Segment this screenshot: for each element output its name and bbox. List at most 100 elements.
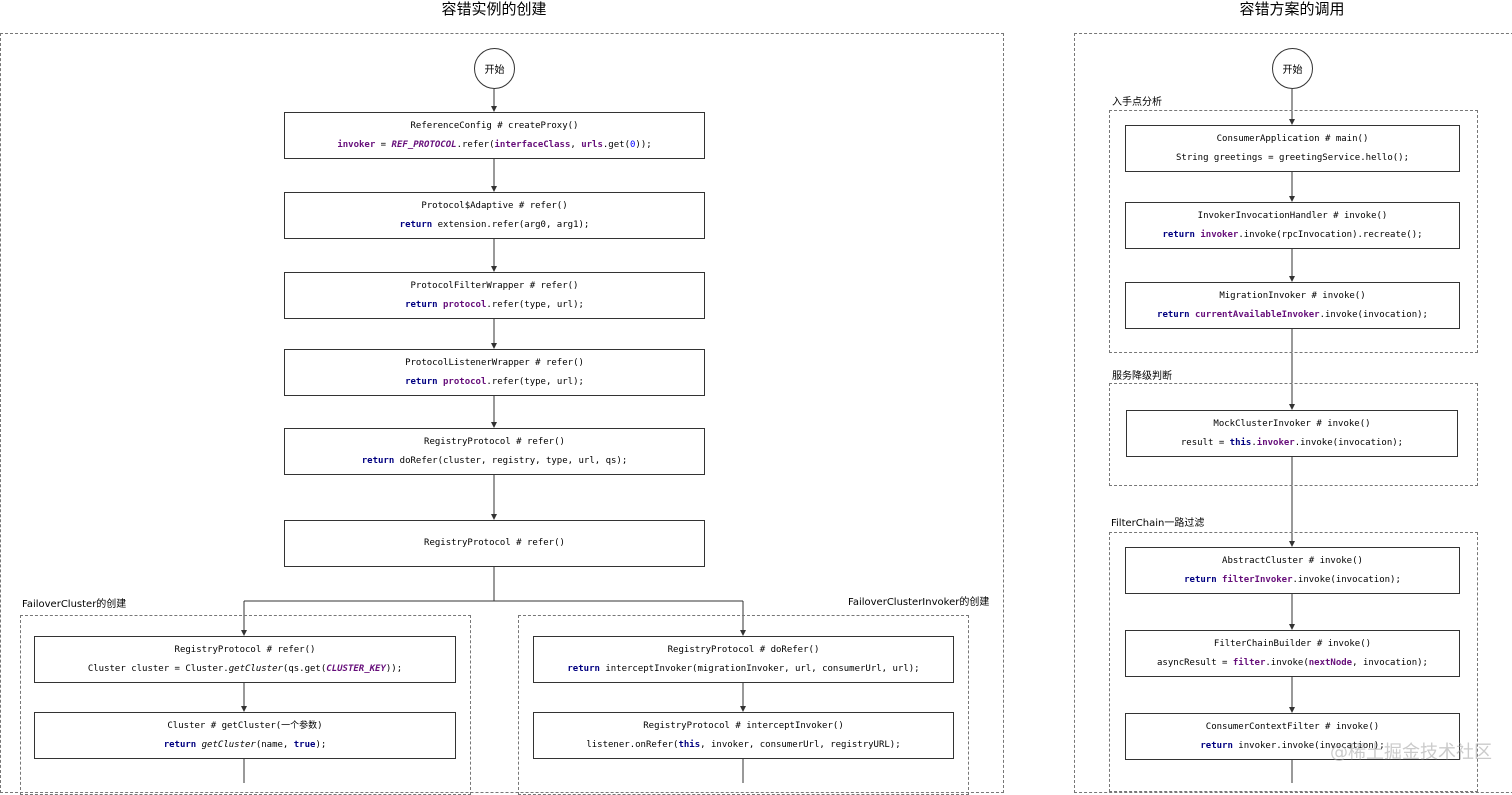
code-token: return bbox=[567, 663, 600, 674]
code-token: return bbox=[1157, 309, 1190, 320]
box-mock-cluster-invoker: MockClusterInvoker # invoke() result = th… bbox=[1126, 410, 1458, 457]
section-label-failover-cluster: FailoverCluster的创建 bbox=[22, 599, 127, 610]
box-reference-config: ReferenceConfig # createProxy()invoker =… bbox=[284, 112, 705, 159]
code-token: result = bbox=[1180, 437, 1230, 448]
code-token: String greetings = greetingService.hello… bbox=[1176, 152, 1409, 163]
code-token: .get( bbox=[602, 139, 630, 150]
code-token: currentAvailableInvoker bbox=[1194, 309, 1320, 320]
box-abstract-cluster: AbstractCluster # invoke()return filterI… bbox=[1125, 547, 1460, 594]
box-invoker-invocation-handler: InvokerInvocationHandler # invoke()retur… bbox=[1125, 202, 1460, 249]
code-token: invoker bbox=[337, 139, 376, 150]
code-token: interceptInvoker(migrationInvoker, url, … bbox=[599, 663, 920, 674]
code-token: .refer(type, url); bbox=[486, 376, 584, 387]
box-title: ReferenceConfig # createProxy() bbox=[410, 120, 579, 131]
watermark: @稀土掘金技术社区 bbox=[1330, 742, 1492, 763]
code-token: true bbox=[293, 739, 316, 750]
section-label-entry: 入手点分析 bbox=[1112, 97, 1162, 108]
code-token: extension.refer(arg0, arg1); bbox=[432, 219, 590, 230]
code-token: CLUSTER_KEY bbox=[326, 663, 386, 674]
box-title: Cluster # getCluster(一个参数) bbox=[167, 720, 323, 731]
code-token: protocol bbox=[443, 299, 487, 310]
code-token: this bbox=[678, 739, 701, 750]
box-code-line: return invoker.invoke(rpcInvocation).rec… bbox=[1162, 230, 1422, 241]
code-token: doRefer(cluster, registry, type, url, qs… bbox=[394, 455, 628, 466]
box-title: ConsumerContextFilter # invoke() bbox=[1205, 721, 1380, 732]
code-token: return bbox=[405, 299, 438, 310]
start-node-left: 开始 bbox=[474, 48, 515, 89]
box-code-line: return extension.refer(arg0, arg1); bbox=[400, 220, 590, 231]
box-title: ProtocolListenerWrapper # refer() bbox=[405, 357, 584, 368]
box-title: ProtocolFilterWrapper # refer() bbox=[410, 280, 579, 291]
degrade-panel bbox=[1109, 383, 1478, 486]
code-token: .refer(type, url); bbox=[486, 299, 584, 310]
code-token: getCluster bbox=[228, 663, 283, 674]
code-token: 0 bbox=[629, 139, 636, 150]
code-token: .invoke(invocation); bbox=[1292, 574, 1401, 585]
box-code-line: return invoker.invoke(invocation); bbox=[1200, 741, 1384, 752]
code-token: (qs.get( bbox=[282, 663, 327, 674]
box-code-line: return protocol.refer(type, url); bbox=[405, 300, 584, 311]
code-token: , bbox=[570, 139, 582, 150]
box-fc-get-cluster: Cluster # getCluster(一个参数) return getClus… bbox=[34, 712, 456, 759]
box-fi-do-refer: RegistryProtocol # doRefer()return inter… bbox=[533, 636, 954, 683]
box-protocol-listener-wrapper: ProtocolListenerWrapper # refer() return … bbox=[284, 349, 705, 396]
box-code-line: return protocol.refer(type, url); bbox=[405, 377, 584, 388]
section-label-filterchain: FilterChain一路过滤 bbox=[1111, 518, 1205, 529]
code-token: filterInvoker bbox=[1222, 574, 1293, 585]
code-token: )); bbox=[635, 139, 652, 150]
start-node-right: 开始 bbox=[1272, 48, 1313, 89]
code-token: return bbox=[1200, 740, 1233, 751]
code-token: .invoke(invocation); bbox=[1294, 437, 1404, 448]
code-token: .invoke(rpcInvocation).recreate(); bbox=[1238, 229, 1423, 240]
box-code-line: return getCluster(name, true); bbox=[164, 740, 327, 751]
box-code-line: return doRefer(cluster, registry, type, … bbox=[362, 456, 628, 467]
code-token: return bbox=[361, 455, 395, 466]
code-token: return bbox=[1162, 229, 1195, 240]
box-title: Protocol$Adaptive # refer() bbox=[421, 200, 568, 211]
box-code-line: return filterInvoker.invoke(invocation); bbox=[1184, 575, 1401, 586]
box-code-line: asyncResult = filter.invoke(nextNode, in… bbox=[1157, 658, 1428, 669]
code-token: return bbox=[1184, 574, 1217, 585]
box-filter-chain-builder: FilterChainBuilder # invoke() asyncResult… bbox=[1125, 630, 1460, 677]
code-token: return bbox=[405, 376, 438, 387]
box-protocol-filter-wrapper: ProtocolFilterWrapper # refer() return pr… bbox=[284, 272, 705, 319]
code-token: return bbox=[399, 219, 433, 230]
box-title: FilterChainBuilder # invoke() bbox=[1213, 638, 1372, 649]
code-token: return bbox=[163, 739, 197, 750]
box-protocol-adaptive: Protocol$Adaptive # refer() return extens… bbox=[284, 192, 705, 239]
code-token: listener.onRefer( bbox=[586, 739, 679, 750]
box-code-line: listener.onRefer(this, invoker, consumer… bbox=[586, 740, 900, 751]
box-title: MockClusterInvoker # invoke() bbox=[1213, 418, 1371, 429]
code-token: . bbox=[1251, 437, 1257, 448]
code-token: invoker bbox=[1200, 229, 1239, 240]
left-diagram-title: 容错实例的创建 bbox=[441, 0, 547, 18]
section-label-failover-invoker: FailoverClusterInvoker的创建 bbox=[848, 597, 990, 608]
box-title: RegistryProtocol # refer() bbox=[424, 436, 565, 447]
box-migration-invoker: MigrationInvoker # invoke()return curren… bbox=[1125, 282, 1460, 329]
right-diagram-title: 容错方案的调用 bbox=[1239, 0, 1345, 18]
box-title: RegistryProtocol # refer() bbox=[174, 644, 316, 655]
code-token: asyncResult = bbox=[1157, 657, 1233, 668]
box-consumer-application: ConsumerApplication # main()String greet… bbox=[1125, 125, 1460, 172]
code-token: ); bbox=[315, 739, 327, 750]
code-token: )); bbox=[385, 663, 403, 674]
box-title: InvokerInvocationHandler # invoke() bbox=[1197, 210, 1388, 221]
code-token: , invocation); bbox=[1352, 657, 1428, 668]
box-fi-intercept-invoker: RegistryProtocol # interceptInvoker() lis… bbox=[533, 712, 954, 759]
code-token: interfaceClass bbox=[494, 139, 571, 150]
code-token: urls bbox=[581, 139, 603, 150]
section-label-degrade: 服务降级判断 bbox=[1112, 371, 1172, 382]
code-token: REF_PROTOCOL bbox=[391, 139, 457, 150]
code-token: (name, bbox=[255, 739, 294, 750]
box-code-line: return currentAvailableInvoker.invoke(in… bbox=[1157, 310, 1428, 321]
box-title: RegistryProtocol # interceptInvoker() bbox=[643, 720, 844, 731]
box-code-line: String greetings = greetingService.hello… bbox=[1176, 153, 1409, 164]
code-token: invoker.invoke(invocation); bbox=[1232, 740, 1385, 751]
box-code-line: result = this.invoker.invoke(invocation)… bbox=[1181, 438, 1403, 449]
box-registry-protocol-refer-2: RegistryProtocol # refer() bbox=[284, 520, 705, 567]
code-token: , invoker, consumerUrl, registryURL); bbox=[700, 739, 901, 750]
code-token: protocol bbox=[443, 376, 487, 387]
code-token: .invoke( bbox=[1265, 657, 1309, 668]
code-token: .refer( bbox=[456, 139, 495, 150]
